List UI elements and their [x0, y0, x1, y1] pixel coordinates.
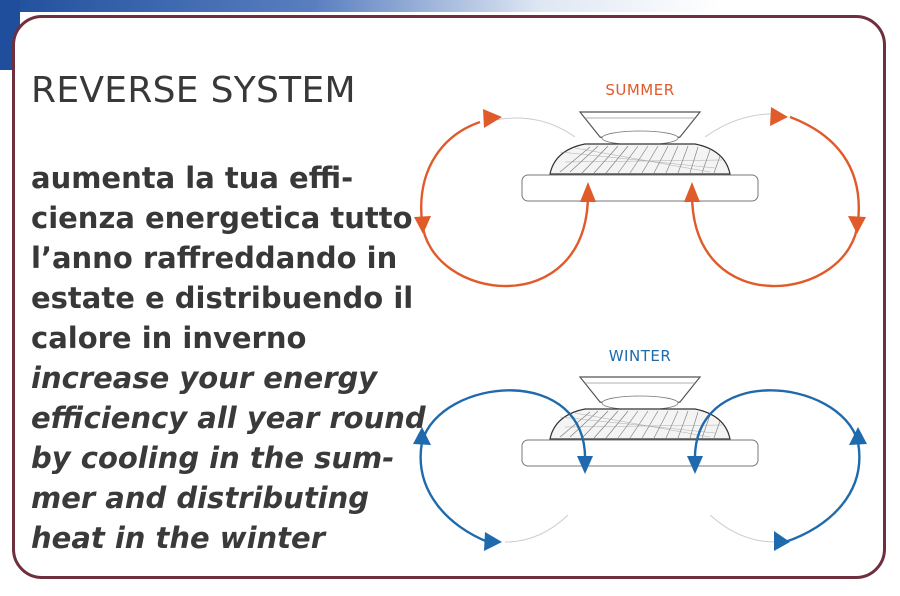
italian-line: l’anno raffreddando in: [31, 241, 398, 275]
airflow-diagram: SUMMER WINTER: [413, 81, 867, 551]
winter-label: WINTER: [609, 347, 672, 365]
winter-arrowhead-up-left: [413, 427, 431, 445]
winter-arc-left: [419, 389, 587, 544]
english-line: mer and distributing: [31, 481, 370, 515]
winter-faint-arc-left: [504, 514, 569, 543]
summer-faint-arc-right: [704, 113, 781, 138]
summer-label: SUMMER: [605, 81, 674, 99]
winter-arrowhead-bottom-left: [484, 532, 502, 551]
summer-arc-right: [690, 115, 860, 288]
italian-line: calore in inverno: [31, 321, 307, 355]
summer-arrowhead-up-right: [684, 182, 700, 202]
summer-arc-left: [420, 120, 590, 288]
winter-arrowhead-bottom-right: [774, 531, 790, 551]
summer-arrowhead-down-right: [848, 216, 866, 234]
english-line: efficiency all year round: [31, 401, 426, 435]
italian-line: estate e distribuendo il: [31, 281, 414, 315]
italian-line: cienza energetica tutto: [31, 201, 413, 235]
italian-line: aumenta la tua effi-: [31, 161, 354, 195]
summer-arrowhead-top-right: [770, 107, 788, 126]
winter-fan-icon: [521, 376, 759, 467]
description-text: aumenta la tua effi- cienza energetica t…: [31, 158, 426, 558]
top-gradient-bar: [0, 0, 900, 12]
summer-faint-arc-left: [494, 117, 576, 138]
summer-arrowhead-top-left: [483, 109, 502, 128]
winter-arrowhead-down-left: [577, 456, 593, 474]
winter-arrowhead-up-right: [849, 427, 867, 445]
english-line: increase your energy: [31, 361, 378, 395]
winter-arrowhead-down-right: [687, 456, 703, 474]
summer-fan-icon: [521, 111, 759, 202]
summer-arrowhead-down-left: [414, 216, 431, 234]
english-line: heat in the winter: [31, 521, 326, 555]
winter-faint-arc-right: [709, 514, 776, 543]
winter-diagram: WINTER: [413, 347, 867, 551]
winter-arc-right: [693, 389, 861, 544]
english-line: by cooling in the sum-: [31, 441, 395, 475]
summer-arrowhead-up-left: [580, 182, 596, 202]
page-title: REVERSE SYSTEM: [31, 70, 356, 111]
info-card: [12, 15, 886, 579]
summer-diagram: SUMMER: [414, 81, 866, 288]
